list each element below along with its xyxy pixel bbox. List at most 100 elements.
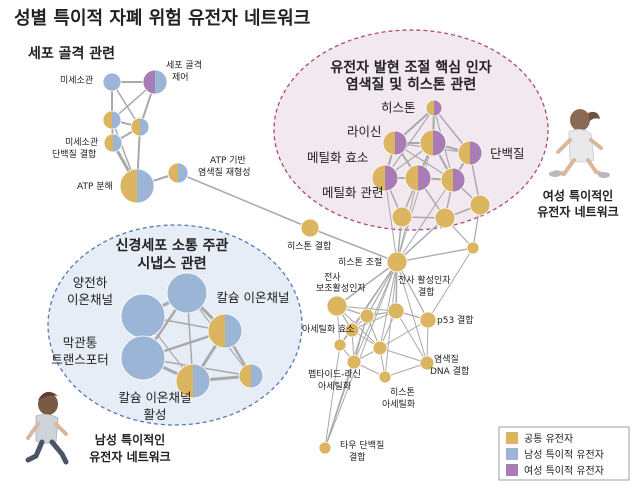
- node-nuc-c2: [434, 207, 456, 229]
- node-mt-binding-b-outline: [130, 117, 150, 137]
- node-lysine-b-slice-common: [420, 130, 433, 156]
- label-histone-acet-1: 히스톤: [390, 387, 415, 398]
- node-atp-remodel-outline: [167, 162, 189, 184]
- label-coactivator-2: 보조활성인자: [316, 282, 366, 294]
- label-atp-hydrolysis: ATP 분해: [77, 181, 113, 192]
- node-calcium-act-slice-common: [176, 364, 193, 398]
- label-tau-2: 결합: [349, 452, 366, 463]
- label-activator-1: 전사 활성인자: [398, 274, 451, 286]
- region-title-synapse-2: 시냅스 관련: [137, 255, 206, 272]
- node-calcium-channel-slice-common: [208, 314, 225, 348]
- node-mt-binding-b-slice-common: [131, 118, 140, 136]
- node-histone-acet: [378, 370, 392, 384]
- node-mt-binding-a-slice-male: [112, 111, 121, 129]
- label-cyto-control-1: 세포 골격: [166, 59, 202, 71]
- node-histone-binding: [300, 218, 320, 238]
- male-child-figure: [25, 391, 69, 465]
- node-mt-binding-a-slice-common: [103, 111, 112, 129]
- label-mt-binding-2: 단백질 결합: [52, 148, 96, 160]
- node-methylase-b-slice-common: [405, 165, 418, 191]
- node-lysine: [382, 130, 408, 156]
- node-calcium-channel: [207, 313, 243, 349]
- label-calcium-act-2: 활성: [143, 407, 166, 422]
- legend-label-male: 남성 특이적 유전자: [524, 449, 604, 461]
- node-calcium-small-slice-male: [251, 364, 263, 388]
- label-histone-binding: 히스톤 결합: [287, 241, 331, 252]
- node-p53-slice-common: [419, 311, 437, 329]
- node-mt-binding-b: [130, 117, 150, 137]
- node-nuc-c3: [469, 194, 491, 216]
- label-lysine: 라이신: [347, 124, 382, 139]
- node-calcium-act-slice-male: [193, 364, 210, 398]
- label-anion-1: 양전하: [73, 275, 108, 290]
- label-transporter-2: 트랜스포터: [51, 352, 109, 367]
- legend-label-common: 공통 유전자: [524, 433, 573, 445]
- label-histone-acet-2: 아세틸화: [382, 399, 415, 410]
- node-nuc-c3-slice-common: [469, 194, 491, 216]
- legend-swatch-male: [506, 448, 518, 460]
- label-mt-binding-1: 미세소관: [65, 137, 98, 148]
- node-nuc-c4-slice-common: [466, 241, 480, 255]
- node-chromatin-dna: [419, 355, 435, 371]
- node-nuc-c1-slice-common: [391, 206, 413, 228]
- node-atp-hydrolysis: [119, 168, 155, 204]
- nodes: [102, 69, 491, 455]
- node-atp-hydrolysis-slice-common: [120, 169, 137, 203]
- label-microtubule: 미세소관: [60, 75, 93, 86]
- node-lysine-slice-common: [383, 131, 395, 155]
- legend-label-female: 여성 특이적 유전자: [524, 465, 604, 477]
- label-calcium-act-1: 칼슘 이온채널: [119, 390, 192, 405]
- node-lysine-slice-female: [395, 131, 407, 155]
- node-atp-hydrolysis-slice-male: [137, 169, 154, 203]
- node-histone-slice-common: [426, 100, 434, 116]
- node-calcium-act-outline: [175, 363, 211, 399]
- label-transporter-1: 막관통: [63, 335, 98, 350]
- node-transporter-a: [120, 293, 166, 339]
- node-mt-binding-b-slice-male: [140, 118, 149, 136]
- node-histone-binding-slice-common: [300, 218, 320, 238]
- node-histone: [425, 99, 443, 117]
- node-hub-b: [333, 338, 347, 352]
- node-microtubule-slice-male: [102, 72, 122, 92]
- node-histone-acet-slice-common: [378, 370, 392, 384]
- node-mt-binding-c-outline: [103, 133, 123, 153]
- node-hub-b-slice-common: [333, 338, 347, 352]
- label-p53: p53 결합: [437, 315, 474, 326]
- node-methylation-outline: [440, 167, 466, 193]
- node-calcium-small-slice-common: [239, 364, 251, 388]
- node-histone-slice-female: [434, 100, 442, 116]
- node-methylase-slice-common: [372, 165, 385, 191]
- node-atp-hydrolysis-outline: [119, 168, 155, 204]
- region-title-cytoskeleton: 세포 골격 관련: [28, 45, 115, 62]
- node-hub-c: [372, 340, 388, 356]
- node-transporter-b: [120, 335, 166, 381]
- label-activator-2: 결합: [418, 287, 435, 298]
- node-calcium-channel-outline: [207, 313, 243, 349]
- node-lysine-outline: [382, 130, 408, 156]
- node-mt-binding-c: [103, 133, 123, 153]
- node-lysine-b-outline: [419, 129, 447, 157]
- node-activator-slice-common: [387, 302, 405, 320]
- node-cyto-control: [142, 69, 168, 95]
- node-cyto-control-slice-male: [155, 70, 167, 94]
- label-methylase: 메틸화 효소: [307, 150, 368, 165]
- node-methylation: [440, 167, 466, 193]
- node-coactivator-slice-common: [326, 295, 348, 317]
- node-histone-reg: [386, 251, 408, 273]
- node-mt-binding-c-slice-male: [113, 134, 122, 152]
- node-anion: [166, 272, 208, 314]
- node-methylation-slice-female: [453, 168, 465, 192]
- label-protein: 단백질: [490, 146, 525, 161]
- female-figure-caption-2: 유전자 네트워크: [537, 204, 618, 219]
- node-methylase-b-slice-female: [418, 165, 431, 191]
- node-nuc-c1: [391, 206, 413, 228]
- node-mt-binding-c-slice-common: [104, 134, 113, 152]
- label-acetylase: 아세틸화 효소: [302, 324, 355, 335]
- label-tau-1: 타우 단백질: [340, 439, 384, 451]
- node-peptidyl-slice-common: [346, 354, 362, 370]
- node-activator: [387, 302, 405, 320]
- node-mt-binding-a-outline: [102, 110, 122, 130]
- legend: 공통 유전자 남성 특이적 유전자 여성 특이적 유전자: [498, 426, 630, 481]
- node-chromatin-dna-slice-common: [419, 355, 435, 371]
- node-mt-binding-a: [102, 110, 122, 130]
